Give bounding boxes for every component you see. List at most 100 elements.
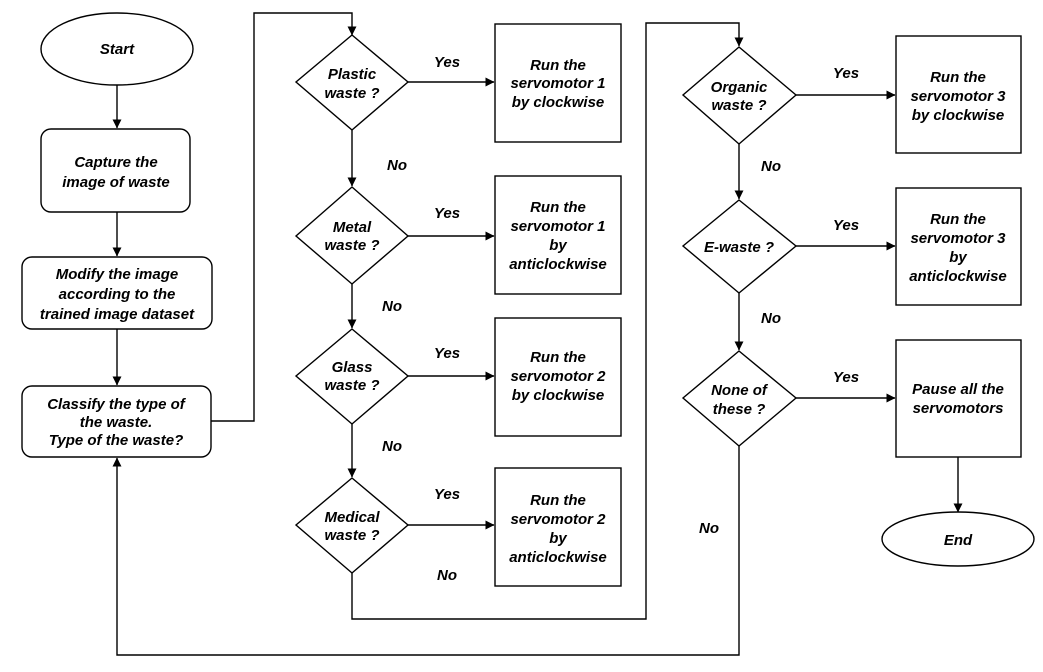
servo3-anticlockwise-step: Run the servomotor 3 by anticlockwise: [895, 187, 1022, 306]
servo3-anticlockwise-box: [895, 187, 1022, 306]
metal-line-2: waste ?: [324, 237, 379, 254]
pause-box: [895, 339, 1022, 458]
servo2-clockwise-step: Run the servomotor 2 by clockwise: [494, 317, 622, 437]
servo3-acw-line-4: anticlockwise: [909, 268, 1007, 285]
organic-line-1: Organic: [711, 79, 768, 96]
capture-line-2: image of waste: [62, 174, 170, 191]
classify-line-1: Classify the type of: [47, 396, 187, 413]
servo3-acw-line-3: by: [949, 249, 967, 266]
edge-medical-no: [351, 22, 744, 620]
label-no-glass: No: [382, 438, 402, 455]
start-terminal: Start: [40, 12, 194, 86]
plastic-decision: Plastic waste ?: [294, 34, 410, 131]
servo1-cw-line-3: by clockwise: [512, 94, 605, 111]
edge-labels: Yes No Yes No Yes No Yes No Yes No Yes N…: [382, 54, 859, 584]
glass-diamond: [294, 328, 410, 425]
label-yes-plastic: Yes: [434, 54, 460, 71]
ewaste-line-1: E-waste ?: [704, 239, 774, 256]
label-yes-medical: Yes: [434, 486, 460, 503]
metal-decision: Metal waste ?: [294, 186, 410, 285]
servo2-acw-line-2: servomotor 2: [510, 511, 606, 528]
servo3-cw-line-1: Run the: [930, 69, 986, 86]
servo2-acw-line-1: Run the: [530, 492, 586, 509]
servo3-acw-line-1: Run the: [930, 211, 986, 228]
servo3-acw-line-2: servomotor 3: [910, 230, 1006, 247]
label-yes-glass: Yes: [434, 345, 460, 362]
servo2-cw-line-2: servomotor 2: [510, 368, 606, 385]
metal-line-1: Metal: [333, 219, 372, 236]
servo1-acw-line-3: by: [549, 237, 567, 254]
capture-line-1: Capture the: [74, 154, 157, 171]
none-diamond: [681, 350, 798, 447]
organic-decision: Organic waste ?: [681, 46, 798, 145]
servo1-anticlockwise-step: Run the servomotor 1 by anticlockwise: [494, 175, 622, 295]
classify-line-3: Type of the waste?: [49, 432, 183, 449]
label-no-none: No: [699, 520, 719, 537]
label-yes-metal: Yes: [434, 205, 460, 222]
classify-step: Classify the type of the waste. Type of …: [21, 385, 212, 458]
label-no-metal: No: [382, 298, 402, 315]
servo3-cw-line-2: servomotor 3: [910, 88, 1006, 105]
medical-diamond: [294, 477, 410, 574]
ewaste-diamond: [681, 199, 798, 294]
servo1-clockwise-step: Run the servomotor 1 by clockwise: [494, 23, 622, 143]
none-line-1: None of: [711, 382, 769, 399]
none-decision: None of these ?: [681, 350, 798, 447]
modify-box: [21, 256, 213, 330]
label-no-plastic: No: [387, 157, 407, 174]
label-no-ewaste: No: [761, 310, 781, 327]
edge-classify-to-plastic: [211, 12, 357, 422]
ewaste-decision: E-waste ?: [681, 199, 798, 294]
label-yes-none: Yes: [833, 369, 859, 386]
medical-line-1: Medical: [324, 509, 380, 526]
glass-decision: Glass waste ?: [294, 328, 410, 425]
none-line-2: these ?: [713, 401, 766, 418]
servo2-cw-line-1: Run the: [530, 349, 586, 366]
classify-line-2: the waste.: [80, 414, 153, 431]
label-yes-ewaste: Yes: [833, 217, 859, 234]
organic-diamond: [681, 46, 798, 145]
servo1-clockwise-box: [494, 23, 622, 143]
end-ellipse: [881, 511, 1035, 567]
edge-none-no: [112, 446, 740, 656]
glass-line-2: waste ?: [324, 377, 379, 394]
classify-box: [21, 385, 212, 458]
pause-line-1: Pause all the: [912, 381, 1004, 398]
edges: [112, 12, 963, 656]
modify-line-3: trained image dataset: [40, 306, 195, 323]
metal-diamond: [294, 186, 410, 285]
servo2-acw-line-3: by: [549, 530, 567, 547]
organic-line-2: waste ?: [711, 97, 766, 114]
medical-decision: Medical waste ?: [294, 477, 410, 574]
servo2-clockwise-box: [494, 317, 622, 437]
servo1-cw-line-2: servomotor 1: [510, 75, 605, 92]
start-ellipse: [40, 12, 194, 86]
servo1-acw-line-2: servomotor 1: [510, 218, 605, 235]
servo2-acw-line-4: anticlockwise: [509, 549, 607, 566]
start-label: Start: [100, 41, 135, 58]
pause-step: Pause all the servomotors: [895, 339, 1022, 458]
glass-line-1: Glass: [332, 359, 373, 376]
end-terminal: End: [881, 511, 1035, 567]
plastic-line-2: waste ?: [324, 85, 379, 102]
modify-line-1: Modify the image: [56, 266, 179, 283]
servo2-anticlockwise-step: Run the servomotor 2 by anticlockwise: [494, 467, 622, 587]
modify-line-2: according to the: [59, 286, 176, 303]
servo2-anticlockwise-box: [494, 467, 622, 587]
servo3-clockwise-step: Run the servomotor 3 by clockwise: [895, 35, 1022, 154]
label-no-organic: No: [761, 158, 781, 175]
end-label: End: [944, 532, 973, 549]
medical-line-2: waste ?: [324, 527, 379, 544]
label-yes-organic: Yes: [833, 65, 859, 82]
plastic-line-1: Plastic: [328, 66, 377, 83]
servo1-cw-line-1: Run the: [530, 57, 586, 74]
servo1-acw-line-4: anticlockwise: [509, 256, 607, 273]
servo1-anticlockwise-box: [494, 175, 622, 295]
pause-line-2: servomotors: [913, 400, 1004, 417]
capture-box: [40, 128, 191, 213]
modify-step: Modify the image according to the traine…: [21, 256, 213, 330]
servo3-cw-line-3: by clockwise: [912, 107, 1005, 124]
label-no-medical: No: [437, 567, 457, 584]
servo3-clockwise-box: [895, 35, 1022, 154]
